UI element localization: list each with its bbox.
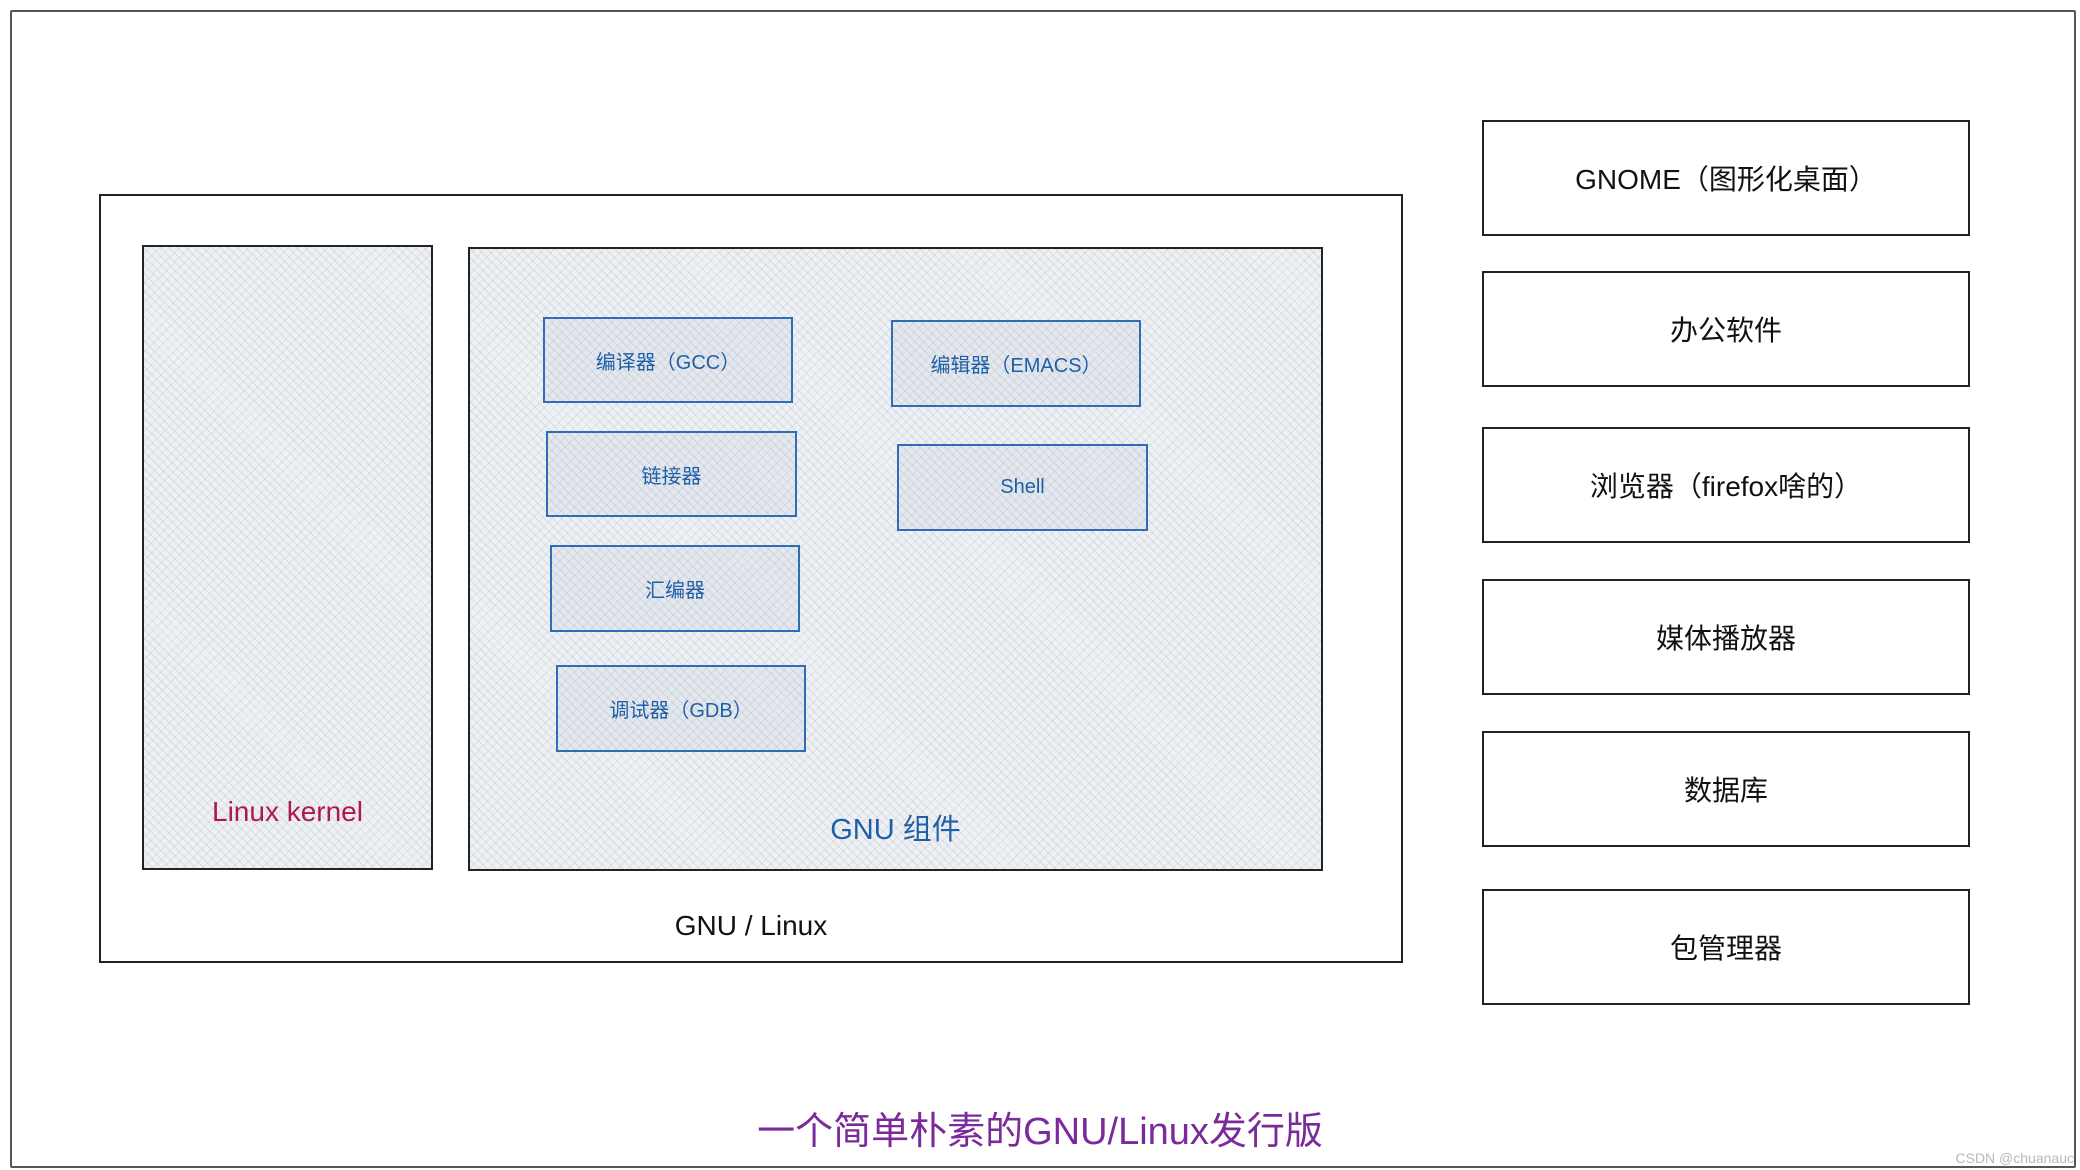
app-package-manager: 包管理器 bbox=[1482, 889, 1970, 1005]
outer-frame bbox=[10, 10, 2076, 1168]
tool-linker: 链接器 bbox=[546, 431, 797, 517]
app-label: 浏览器（firefox啥的） bbox=[1589, 471, 1863, 502]
app-label: 数据库 bbox=[1683, 775, 1768, 806]
app-media-player: 媒体播放器 bbox=[1482, 579, 1970, 695]
tool-label: 编译器（GCC） bbox=[595, 351, 741, 374]
app-office-software: 办公软件 bbox=[1482, 271, 1970, 387]
gnu-components-label: GNU 组件 bbox=[830, 814, 961, 846]
gnu-linux-label: GNU / Linux bbox=[674, 910, 828, 941]
tool-label: 汇编器 bbox=[645, 580, 705, 602]
tool-debugger-gdb: 调试器（GDB） bbox=[556, 665, 806, 752]
tool-editor-emacs: 编辑器（EMACS） bbox=[891, 320, 1141, 407]
app-browser: 浏览器（firefox啥的） bbox=[1482, 427, 1970, 543]
linux-kernel-label: Linux kernel bbox=[212, 796, 363, 827]
app-label: 办公软件 bbox=[1669, 315, 1782, 346]
app-database: 数据库 bbox=[1482, 731, 1970, 847]
tool-shell: Shell bbox=[897, 444, 1148, 531]
tool-label: Shell bbox=[1000, 476, 1045, 498]
app-gnome-desktop: GNOME（图形化桌面） bbox=[1482, 120, 1970, 236]
linux-kernel-box bbox=[142, 245, 433, 870]
app-label: 媒体播放器 bbox=[1655, 623, 1796, 654]
app-label: 包管理器 bbox=[1669, 933, 1782, 964]
tool-label: 编辑器（EMACS） bbox=[930, 355, 1102, 377]
tool-label: 链接器 bbox=[641, 465, 702, 488]
tool-label: 调试器（GDB） bbox=[609, 700, 753, 722]
diagram-title: 一个简单朴素的GNU/Linux发行版 bbox=[757, 1111, 1323, 1153]
tool-assembler: 汇编器 bbox=[550, 545, 800, 632]
tool-compiler-gcc: 编译器（GCC） bbox=[543, 317, 793, 403]
watermark: CSDN @chuanauc bbox=[1955, 1150, 2075, 1166]
gnu-linux-box bbox=[99, 194, 1403, 963]
app-label: GNOME（图形化桌面） bbox=[1575, 164, 1877, 195]
